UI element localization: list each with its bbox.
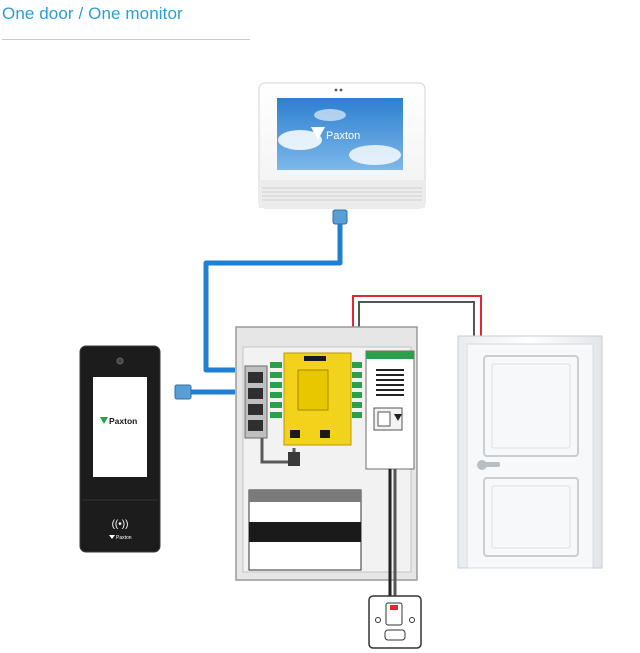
panel-footer-brand: Paxton: [116, 535, 132, 541]
panel-footer-logo-icon: [109, 535, 115, 539]
panel-brand: Paxton: [109, 416, 137, 426]
ethernet-cable-monitor: [190, 222, 343, 395]
panel-rj45-plug: [174, 384, 192, 400]
nfc-symbol: ((•)): [112, 519, 129, 530]
entry-panel: [79, 345, 161, 553]
network-ports: [244, 365, 268, 439]
door: [457, 335, 603, 569]
mains-cable: [388, 469, 397, 597]
indoor-monitor: [258, 82, 426, 209]
monitor-rj45-plug: [332, 209, 348, 225]
power-supply-unit: [365, 350, 415, 470]
paxton-logo-icon: [311, 127, 325, 140]
patch-plug: [288, 452, 300, 466]
door-controller-board: [270, 352, 362, 446]
backup-battery: [248, 489, 362, 571]
monitor-brand: Paxton: [326, 130, 360, 142]
title-divider: [2, 39, 250, 40]
panel-paxton-logo-icon: [100, 417, 108, 424]
page-title: One door / One monitor: [2, 4, 183, 23]
wall-socket: [368, 595, 422, 649]
